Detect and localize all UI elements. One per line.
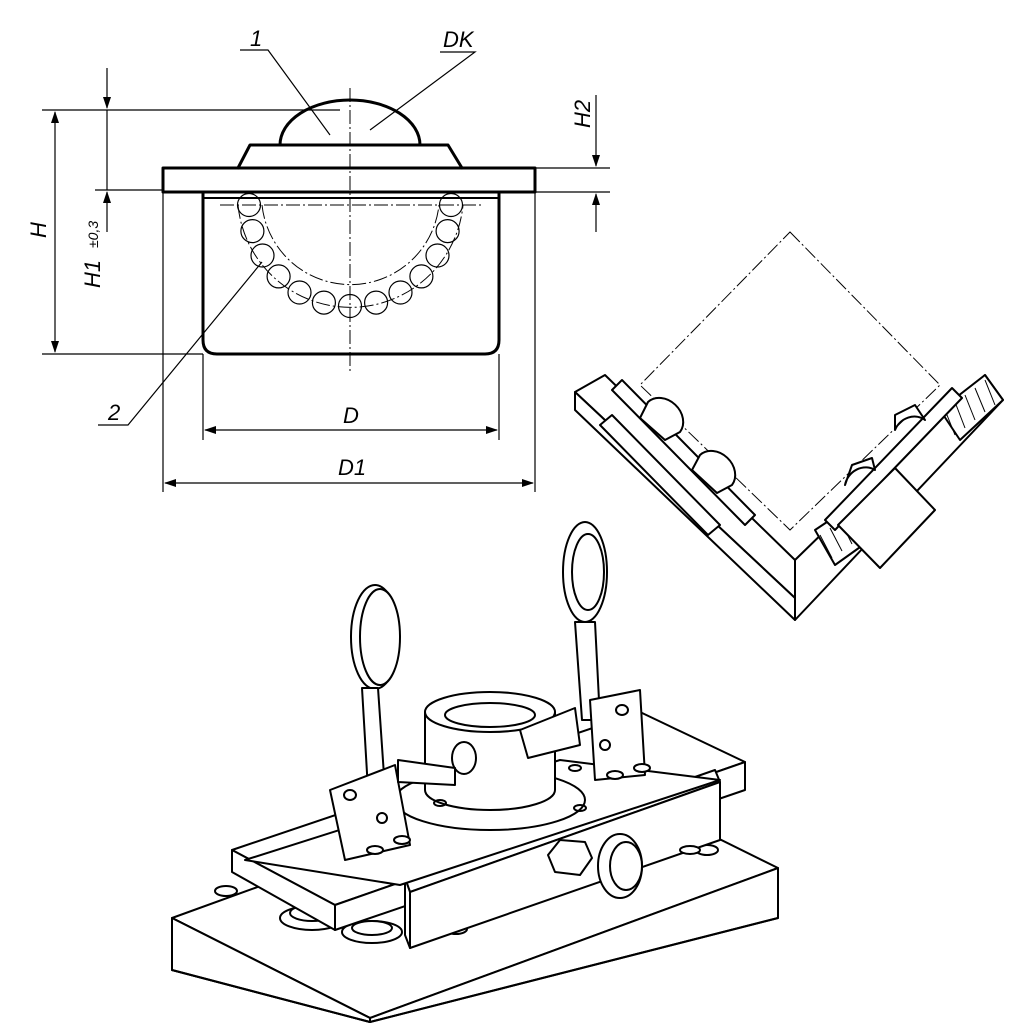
bearing-ball xyxy=(425,243,450,268)
bearing-ball xyxy=(240,219,265,244)
dimensions xyxy=(42,49,610,492)
bearing-ball xyxy=(337,293,363,319)
bearing-ball xyxy=(409,264,434,289)
bearing-ball xyxy=(435,219,460,244)
label-h1: H1 xyxy=(80,260,105,288)
label-dk: DK xyxy=(443,27,475,52)
label-h2: H2 xyxy=(570,100,595,128)
bearing-ball xyxy=(364,290,389,315)
bearing-ball xyxy=(388,280,413,305)
label-part-1: 1 xyxy=(250,26,262,51)
bearing-balls xyxy=(236,192,464,319)
ball-transfer-unit-section-view xyxy=(161,88,537,372)
fixture-isometric-view xyxy=(171,521,779,1023)
bearing-ball xyxy=(236,192,262,218)
corner-application-view xyxy=(574,231,1004,621)
label-d: D xyxy=(343,403,359,428)
label-h: H xyxy=(26,222,51,238)
label-part-2: 2 xyxy=(107,400,120,425)
bearing-ball xyxy=(266,264,291,289)
bearing-ball xyxy=(438,192,464,218)
label-h1-tolerance: ±0,3 xyxy=(85,221,101,248)
label-d1: D1 xyxy=(338,455,366,480)
bearing-ball xyxy=(311,290,336,315)
bearing-ball xyxy=(250,243,275,268)
bearing-ball xyxy=(287,280,312,305)
